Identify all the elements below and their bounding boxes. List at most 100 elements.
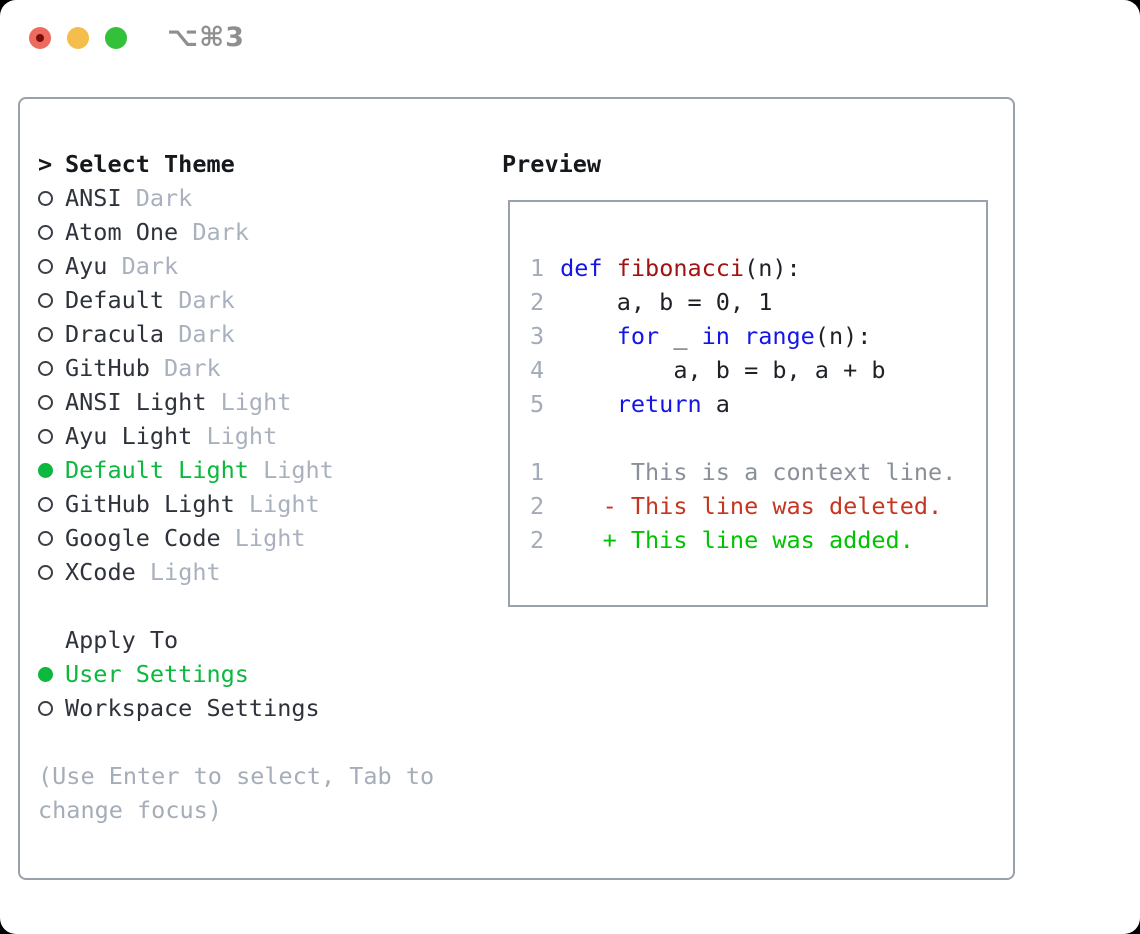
preview-header: Preview — [502, 147, 1013, 181]
minimize-button[interactable] — [67, 27, 89, 49]
line-number: 4 — [530, 356, 545, 384]
code-token: range — [744, 322, 815, 350]
radio-icon — [38, 428, 65, 444]
code-token — [560, 390, 617, 418]
code-token: in — [701, 322, 730, 350]
radio-selected-icon — [38, 462, 65, 478]
option-label: Google Code — [65, 524, 221, 552]
code-token: for — [616, 322, 660, 350]
code-token: _ — [659, 322, 702, 350]
line-number: 1 — [530, 254, 545, 282]
option-variant-label: Dark — [121, 184, 193, 212]
option-variant-label: Light — [234, 490, 320, 518]
option-variant-label: Light — [192, 422, 278, 450]
line-number: 2 — [530, 526, 545, 554]
option-label: GitHub Light — [65, 490, 235, 518]
radio-icon — [38, 190, 65, 206]
apply-to-header: Apply To — [38, 623, 502, 657]
radio-icon — [38, 292, 65, 308]
close-modified-dot — [36, 34, 44, 42]
code-token: a, b = b, a + b — [560, 356, 886, 384]
window-title: ⌥⌘3 — [167, 22, 245, 53]
option-label: ANSI — [65, 184, 122, 212]
option-variant-label: Dark — [178, 218, 249, 246]
option-label: Default — [65, 286, 165, 314]
option-label: Atom One — [65, 218, 179, 246]
radio-icon — [38, 224, 65, 240]
code-line: 2 + This line was added. — [530, 523, 986, 557]
select-theme-title: Select Theme — [65, 150, 235, 178]
theme-option[interactable]: Dracula Dark — [38, 317, 502, 351]
radio-selected-icon — [38, 666, 65, 682]
code-line: 1 This is a context line. — [530, 455, 986, 489]
radio-icon — [38, 496, 65, 512]
line-number: 2 — [530, 288, 545, 316]
option-label: Ayu — [65, 252, 108, 280]
option-label: Dracula — [65, 320, 165, 348]
radio-icon — [38, 326, 65, 342]
option-variant-label: Dark — [107, 252, 179, 280]
preview-title: Preview — [502, 150, 602, 178]
option-label: GitHub — [65, 354, 150, 382]
theme-option[interactable]: Ayu Light Light — [38, 419, 502, 453]
theme-option[interactable]: GitHub Dark — [38, 351, 502, 385]
theme-option[interactable]: Google Code Light — [38, 521, 502, 555]
option-label: Ayu Light — [65, 422, 193, 450]
theme-option[interactable]: Default Dark — [38, 283, 502, 317]
help-line: change focus) — [38, 796, 222, 824]
help-line: (Use Enter to select, Tab to — [38, 762, 435, 790]
theme-option[interactable]: ANSI Dark — [38, 181, 502, 215]
theme-option[interactable]: Atom One Dark — [38, 215, 502, 249]
code-line: 5 return a — [530, 387, 986, 421]
close-button[interactable] — [29, 27, 51, 49]
theme-option[interactable]: XCode Light — [38, 555, 502, 589]
code-line — [530, 421, 986, 455]
radio-icon — [38, 394, 65, 410]
code-token — [730, 322, 744, 350]
apply-to-option[interactable]: Workspace Settings — [38, 691, 502, 725]
option-label: XCode — [65, 558, 136, 586]
code-token: return — [616, 390, 702, 418]
option-variant-label: Light — [248, 456, 334, 484]
option-variant-label: Light — [206, 388, 292, 416]
radio-icon — [38, 258, 65, 274]
spacer — [38, 589, 502, 623]
apply-to-title: Apply To — [65, 626, 179, 654]
theme-option[interactable]: Default Light Light — [38, 453, 502, 487]
option-label: ANSI Light — [65, 388, 207, 416]
option-variant-label: Dark — [164, 320, 235, 348]
zoom-button[interactable] — [105, 27, 127, 49]
line-number: 5 — [530, 390, 545, 418]
theme-option[interactable]: Ayu Dark — [38, 249, 502, 283]
code-token: (n): — [814, 322, 872, 350]
code-token: This is a context line. — [560, 458, 957, 486]
code-token: fibonacci — [616, 254, 745, 282]
radio-icon — [38, 530, 65, 546]
theme-option[interactable]: GitHub Light Light — [38, 487, 502, 521]
prompt-caret-icon: > — [38, 150, 53, 178]
select-theme-header: > Select Theme — [38, 147, 502, 181]
theme-option[interactable]: ANSI Light Light — [38, 385, 502, 419]
line-number: 1 — [530, 458, 545, 486]
option-label: Workspace Settings — [65, 694, 320, 722]
spacer — [38, 725, 502, 759]
apply-to-option[interactable]: User Settings — [38, 657, 502, 691]
code-line: 2 a, b = 0, 1 — [530, 285, 986, 319]
code-token: (n): — [744, 254, 801, 282]
code-line: 3 for _ in range(n): — [530, 319, 986, 353]
code-line: 4 a, b = b, a + b — [530, 353, 986, 387]
option-variant-label: Dark — [164, 286, 235, 314]
help-text: (Use Enter to select, Tab to change focus… — [38, 759, 502, 827]
radio-icon — [38, 564, 65, 580]
code-token — [603, 254, 617, 282]
titlebar: ⌥⌘3 — [0, 0, 1140, 76]
